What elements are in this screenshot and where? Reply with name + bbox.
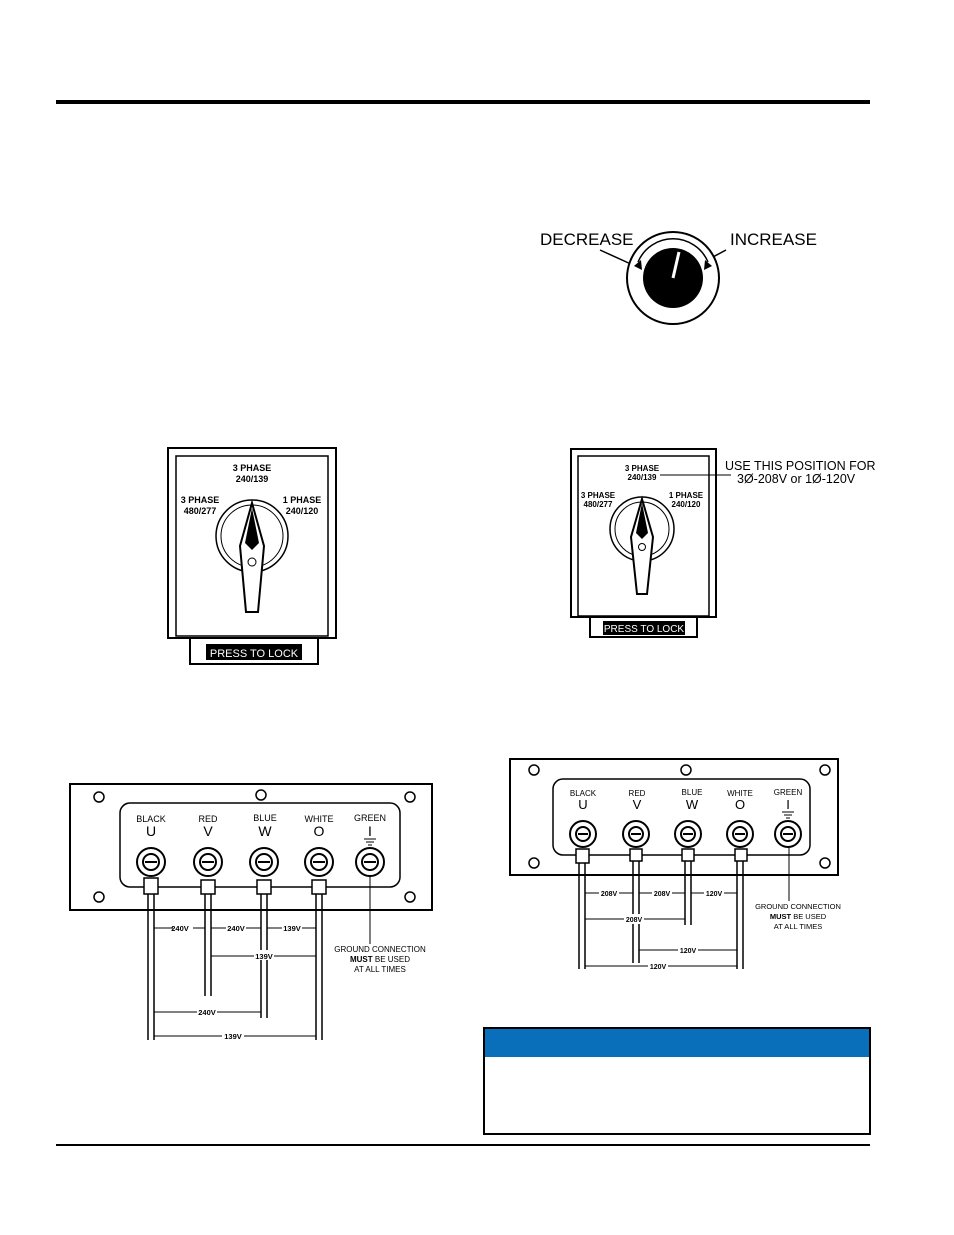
ground-note-line-2: MUST BE USED [350, 955, 410, 964]
terminal-color-black: BLACK [136, 814, 166, 824]
decrease-label: DECREASE [540, 230, 634, 249]
terminal-color-blue: BLUE [682, 788, 703, 797]
terminal-color-green: GREEN [354, 813, 386, 823]
ground-note-line-3: AT ALL TIMES [774, 922, 823, 931]
terminal-color-green: GREEN [774, 788, 803, 797]
terminal-color-white: WHITE [727, 789, 753, 798]
top-position-label-1: 3 PHASE [625, 464, 660, 473]
terminal-letter-o: O [314, 823, 325, 839]
voltage-w-o: 120V [706, 891, 723, 898]
right-position-label-2: 240/120 [286, 506, 319, 516]
voltage-v-w: 240V [227, 924, 245, 933]
top-position-label-2: 240/139 [236, 474, 269, 484]
terminal-color-white: WHITE [305, 814, 334, 824]
ground-symbol-icon [782, 811, 794, 819]
terminal-color-blue: BLUE [253, 813, 277, 823]
voltage-u-v: 240V [171, 924, 189, 933]
ground-symbol-icon [364, 838, 376, 846]
voltage-w-o: 139V [283, 924, 301, 933]
ground-note-line-2: MUST BE USED [770, 912, 827, 921]
left-position-label-1: 3 PHASE [181, 495, 220, 505]
left-position-label-2: 480/277 [184, 506, 217, 516]
voltage-u-v: 208V [601, 891, 618, 898]
voltage-v-o: 120V [680, 948, 697, 955]
terminal-block-left: BLACK U RED V BLUE W WHITE O GREEN I [69, 783, 433, 1041]
terminal-color-black: BLACK [570, 789, 597, 798]
notice-header-bar [485, 1029, 869, 1057]
notice-box [483, 1027, 871, 1135]
terminal-letter-ground: I [368, 823, 372, 839]
voltage-v-w: 208V [654, 891, 671, 898]
voltage-u-w: 240V [198, 1008, 216, 1017]
voltage-u-o: 139V [224, 1032, 242, 1041]
right-position-label-1: 1 PHASE [283, 495, 322, 505]
terminal-color-red: RED [198, 814, 218, 824]
voltage-u-w: 208V [626, 917, 643, 924]
callout-line-2: 3Ø-208V or 1Ø-120V [737, 472, 856, 486]
right-position-label-1: 1 PHASE [669, 491, 704, 500]
footer-rule [56, 1144, 870, 1146]
voltage-u-o: 120V [650, 964, 667, 971]
terminal-letter-v: V [633, 797, 642, 812]
press-to-lock-label: PRESS TO LOCK [604, 624, 685, 635]
terminal-color-red: RED [629, 789, 646, 798]
terminal-letter-w: W [258, 823, 272, 839]
top-position-label-1: 3 PHASE [233, 463, 272, 473]
ground-note-line-1: GROUND CONNECTION [334, 945, 426, 954]
terminal-letter-ground: I [786, 797, 790, 812]
terminal-letter-u: U [578, 797, 587, 812]
right-position-label-2: 240/120 [672, 500, 701, 509]
left-position-label-2: 480/277 [584, 500, 613, 509]
terminal-block-right: BLACK U RED V BLUE W WHITE O GREEN I [509, 758, 841, 971]
header-rule [56, 100, 870, 104]
terminal-letter-o: O [735, 797, 745, 812]
increase-label: INCREASE [730, 230, 817, 249]
callout-line-1: USE THIS POSITION FOR [725, 459, 875, 473]
phase-selector-switch-left: PRESS TO LOCK 3 PHASE 240/139 3 PHASE 48… [167, 447, 337, 665]
ground-note-line-1: GROUND CONNECTION [755, 902, 841, 911]
voltage-adjust-knob-diagram: DECREASE INCREASE [540, 230, 817, 325]
terminal-letter-u: U [146, 823, 156, 839]
terminal-letter-w: W [686, 797, 699, 812]
phase-selector-switch-right: PRESS TO LOCK 3 PHASE 240/139 3 PHASE 48… [570, 448, 875, 638]
top-position-label-2: 240/139 [628, 473, 657, 482]
left-position-label-1: 3 PHASE [581, 491, 616, 500]
ground-note-line-3: AT ALL TIMES [354, 965, 406, 974]
press-to-lock-label: PRESS TO LOCK [210, 648, 299, 660]
terminal-letter-v: V [203, 823, 213, 839]
voltage-v-o: 139V [255, 952, 273, 961]
